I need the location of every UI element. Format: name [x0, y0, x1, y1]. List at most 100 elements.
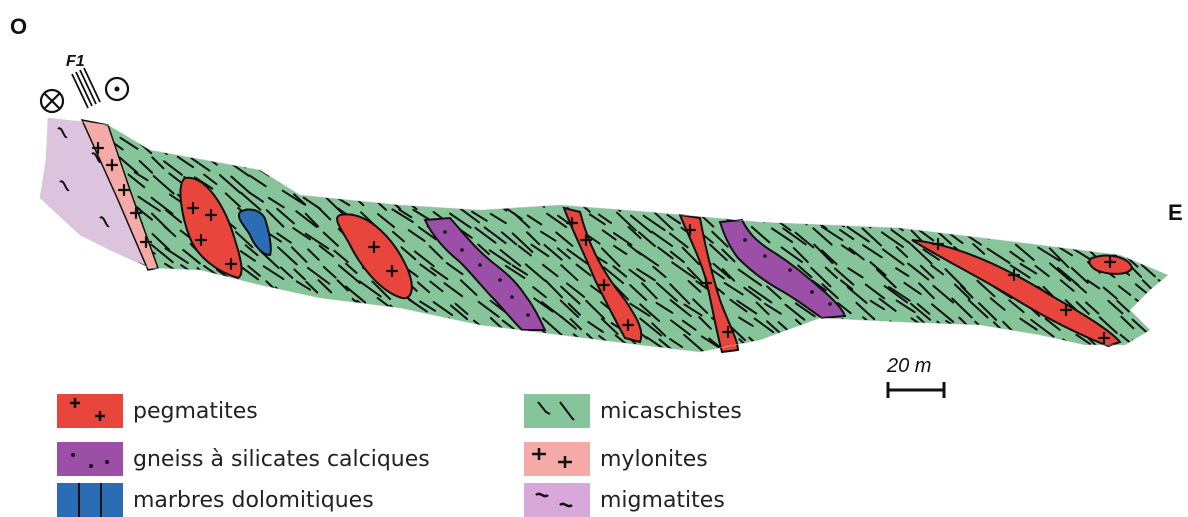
foliation-line [1049, 193, 1062, 203]
foliation-line [303, 140, 321, 155]
foliation-line [1093, 177, 1110, 188]
foliation-line [666, 194, 678, 204]
foliation-line [974, 158, 992, 170]
foliation-line [656, 193, 676, 205]
legend-label: migmatites [600, 488, 725, 513]
foliation-line [208, 144, 220, 153]
foliation-line [1142, 141, 1163, 158]
foliation-line [752, 140, 767, 151]
foliation-line [549, 160, 562, 170]
foliation-line [320, 359, 340, 372]
foliation-line [1036, 230, 1051, 241]
foliation-line [780, 172, 792, 182]
foliation-line [1120, 194, 1134, 204]
foliation-line [600, 192, 620, 211]
foliation-line [1031, 360, 1045, 372]
foliation-line [414, 160, 434, 173]
foliation-line [541, 355, 554, 363]
foliation-line [996, 209, 1013, 222]
foliation-line [277, 138, 296, 150]
foliation-line [767, 353, 780, 362]
foliation-line [1142, 248, 1165, 263]
foliation-line [282, 339, 297, 349]
foliation-line [125, 320, 136, 331]
foliation-line [1146, 212, 1157, 221]
foliation-line [905, 340, 917, 351]
foliation-line [1075, 155, 1092, 173]
foliation-line [1047, 231, 1065, 248]
foliation-line [981, 179, 1001, 191]
foliation-line [1074, 215, 1087, 226]
foliation-line [295, 298, 312, 310]
foliation-line [461, 323, 474, 334]
foliation-line [702, 194, 718, 207]
foliation-line [253, 288, 268, 300]
foliation-line [839, 142, 852, 152]
foliation-line [994, 176, 1008, 186]
foliation-line [465, 158, 488, 173]
foliation-line [641, 179, 653, 189]
foliation-line [148, 301, 162, 316]
foliation-line [479, 154, 499, 170]
foliation-line [337, 358, 356, 377]
foliation-line [822, 191, 841, 203]
foliation-line [643, 161, 657, 171]
foliation-line [417, 355, 429, 365]
foliation-line [436, 160, 449, 168]
foliation-line [918, 209, 937, 228]
foliation-line [122, 306, 133, 314]
foliation-line [542, 194, 555, 202]
circle-dot-icon [106, 78, 128, 100]
foliation-line [400, 318, 413, 327]
foliation-line [932, 178, 945, 189]
foliation-line [1119, 213, 1137, 230]
foliation-line [838, 210, 854, 225]
foliation-line [303, 156, 319, 167]
foliation-line [997, 339, 1009, 348]
foliation-line [553, 174, 570, 186]
foliation-line [121, 283, 139, 299]
foliation-line [1035, 173, 1046, 184]
foliation-line [892, 142, 911, 160]
foliation-line [525, 193, 544, 207]
gneiss-dot [763, 254, 767, 258]
foliation-line [423, 179, 433, 189]
foliation-line [979, 357, 993, 366]
foliation-line [779, 337, 800, 353]
foliation-line [247, 320, 259, 328]
foliation-line [586, 353, 606, 367]
foliation-line [953, 162, 967, 174]
foliation-line [111, 355, 130, 371]
foliation-line [658, 357, 673, 370]
foliation-line [838, 191, 852, 203]
foliation-line [723, 352, 738, 366]
foliation-line [654, 158, 665, 168]
micaschistes-swatch [524, 394, 590, 428]
foliation-line [826, 354, 846, 373]
foliation-line [1119, 161, 1139, 177]
foliation-line [1059, 192, 1072, 205]
foliation-line [358, 336, 374, 346]
foliation-line [847, 360, 859, 368]
foliation-line [401, 336, 420, 355]
gneiss-dot [828, 302, 832, 306]
foliation-line [993, 141, 1011, 154]
foliation-line [827, 159, 842, 174]
foliation-line [950, 354, 965, 368]
foliation-line [1086, 227, 1100, 240]
foliation-line [889, 179, 901, 190]
foliation-line [875, 159, 892, 172]
foliation-line [507, 336, 523, 348]
foliation-line [1037, 341, 1048, 352]
foliation-line [333, 341, 353, 355]
foliation-line [190, 354, 206, 367]
foliation-line [711, 140, 731, 156]
foliation-line [109, 319, 120, 330]
foliation-line [1147, 339, 1159, 351]
foliation-line [352, 340, 365, 349]
foliation-line [1094, 139, 1115, 154]
foliation-line [898, 340, 910, 351]
gneiss-dot [743, 238, 747, 242]
gneiss-dot [526, 313, 530, 317]
